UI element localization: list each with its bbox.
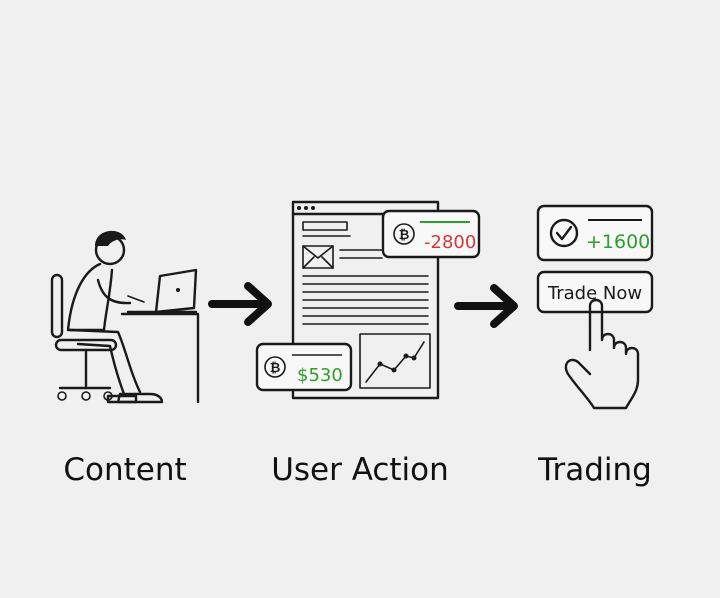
loss-value: -2800 <box>424 232 476 253</box>
arrow-right-icon <box>458 288 514 324</box>
arrow-right-icon <box>212 286 268 322</box>
trade-gain-value: +1600 <box>586 231 650 253</box>
bitcoin-symbol: ₿ <box>270 361 281 376</box>
person-at-laptop-icon <box>52 231 198 402</box>
step-label-trading: Trading <box>520 448 670 492</box>
gain-card: ₿ $530 <box>257 344 351 390</box>
step-label-content: Content <box>40 448 210 492</box>
loss-card: ₿ -2800 <box>383 211 479 257</box>
step-label-user-action: User Action <box>262 448 458 492</box>
gain-value: $530 <box>297 365 343 386</box>
trade-result-card: +1600 <box>538 206 652 260</box>
pointing-hand-icon <box>566 300 638 408</box>
bitcoin-symbol: ₿ <box>399 228 410 243</box>
line-chart-icon <box>360 334 430 388</box>
trade-now-button[interactable]: Trade Now <box>538 272 652 312</box>
